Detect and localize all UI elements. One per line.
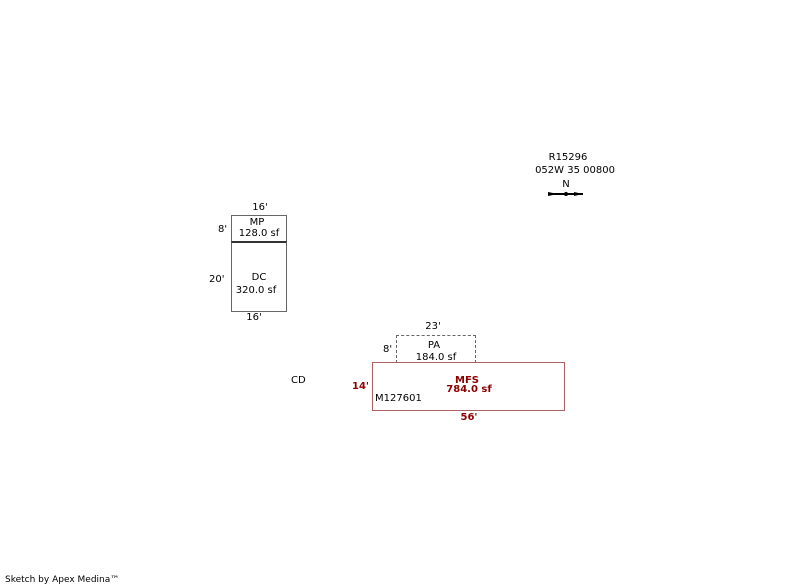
pa-width-label: 23': [425, 321, 441, 332]
mp-area: 128.0 sf: [238, 228, 280, 239]
pa-code: PA: [427, 340, 441, 351]
north-arrow-icon: [548, 192, 583, 196]
dc-width-label: 16': [246, 312, 262, 323]
mp-width-label: 16': [252, 202, 268, 213]
mfs-depth-label: 14': [352, 381, 369, 392]
dc-area: 320.0 sf: [235, 285, 277, 296]
mp-code: MP: [249, 217, 265, 228]
dc-area-box[interactable]: [231, 241, 287, 312]
parcel-id: R15296: [548, 152, 588, 163]
cd-label: CD: [291, 375, 306, 386]
north-label: N: [562, 179, 570, 190]
mfs-area: 784.0 sf: [446, 384, 492, 395]
pa-area-box[interactable]: [396, 335, 476, 363]
legal-description: 052W 35 00800: [535, 165, 615, 176]
mfs-area-box[interactable]: [372, 362, 565, 411]
dc-depth-label: 20': [209, 274, 225, 285]
dc-code: DC: [251, 272, 267, 283]
footer-credit: Sketch by Apex Medina™: [5, 575, 120, 585]
pa-area: 184.0 sf: [415, 352, 457, 363]
mfs-id: M127601: [375, 393, 422, 404]
mfs-width-label: 56': [460, 412, 478, 423]
mp-depth-label: 8': [218, 224, 228, 235]
pa-depth-label: 8': [383, 344, 393, 355]
mfs-code: MFS: [455, 375, 479, 386]
